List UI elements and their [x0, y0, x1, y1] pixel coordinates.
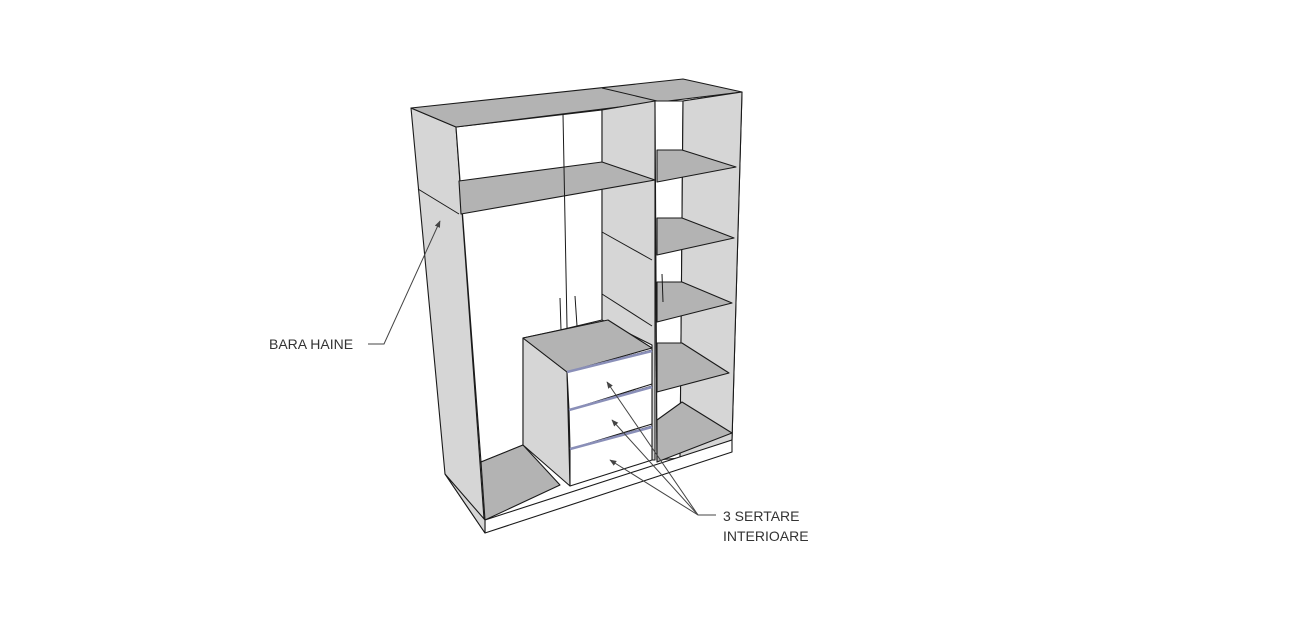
shelf-bottom-right: [656, 401, 733, 463]
rail-label: BARA HAINE: [269, 336, 353, 352]
drawers-leader-line-4: [609, 459, 699, 516]
shelf-3: [656, 281, 733, 323]
shelf-1: [656, 149, 737, 183]
drawer-unit: [522, 319, 653, 487]
drawers-label-line-2: INTERIOARE: [723, 528, 809, 544]
drawer-unit-top: [522, 319, 653, 373]
drawers-label-line-1: 3 SERTARE: [723, 508, 800, 524]
rail-leader-line: [368, 220, 441, 345]
drawers-callout: 3 SERTARE INTERIOARE: [606, 381, 809, 544]
drawers-leader-line-2: [606, 381, 699, 516]
floor-left: [480, 444, 561, 521]
shelf-4: [656, 342, 730, 393]
back-wall-right: [679, 91, 743, 459]
drawers-leader-line-3: [611, 419, 699, 516]
plinth-side: [444, 473, 486, 534]
hat-shelf: [458, 161, 656, 215]
rail-callout: BARA HAINE: [269, 220, 441, 352]
shelf-2: [656, 217, 735, 256]
